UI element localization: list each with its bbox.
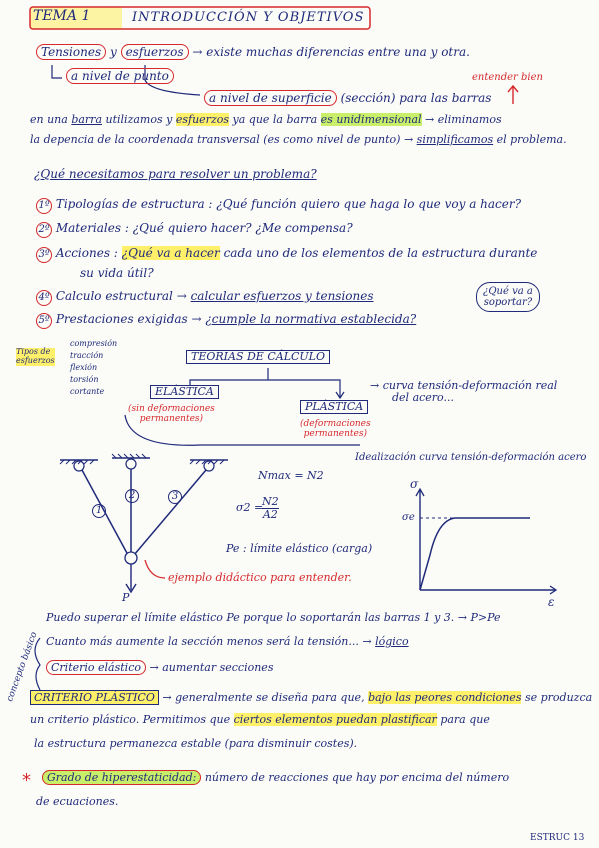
side-note: ¿Qué va a soportar? <box>476 282 540 312</box>
footer-mark: ESTRUC 13 <box>530 833 585 843</box>
intro-line1: Tensiones y esfuerzos → existe muchas di… <box>36 44 470 60</box>
tipo-item: cortante <box>70 387 105 396</box>
tensiones-term: Tensiones <box>36 44 107 60</box>
criterio-plastico-line1: CRITERIO PLÁSTICO → generalmente se dise… <box>30 690 592 705</box>
sigma-formula: σ2 = <box>236 501 264 514</box>
nivel-punto: a nivel de punto <box>66 68 174 84</box>
step-4: 4º Calculo estructural → calcular esfuer… <box>36 289 374 306</box>
sigma-fraction: N2 A2 <box>262 495 279 522</box>
grado-line1: Grado de hiperestaticidad: número de rea… <box>42 770 509 785</box>
criterio-plastico-line2: un criterio plástico. Permitimos que cie… <box>30 713 490 726</box>
esfuerzos-term: esfuerzos <box>120 44 189 60</box>
step-3-cont: su vida útil? <box>80 266 154 280</box>
grado-line2: de ecuaciones. <box>36 795 119 808</box>
criterio-plastico-line3: la estructura permanezca estable (para d… <box>34 737 358 750</box>
tipos-label: Tipos de esfuerzos <box>16 347 55 366</box>
elastica-sub: (sin deformaciones permanentes) <box>128 404 215 424</box>
nivel-superficie: a nivel de superficie <box>204 90 337 106</box>
barra-line2: la depencia de la coordenada transversal… <box>30 133 567 146</box>
tipos-list: compresión tracción flexión torsión cort… <box>70 338 117 398</box>
criterio-elastico-line: Criterio elástico → aumentar secciones <box>46 660 273 675</box>
bottom-line2: Cuanto más aumente la sección menos será… <box>46 635 409 648</box>
question-heading: ¿Qué necesitamos para resolver un proble… <box>34 167 317 181</box>
plastica-sub: (deformaciones permanentes) <box>300 419 371 439</box>
step-2: 2º Materiales : ¿Qué quiero hacer? ¿Me c… <box>36 221 353 238</box>
tipo-item: compresión <box>70 339 118 348</box>
pe-note: Pe : límite elástico (carga) <box>226 542 373 555</box>
idealizacion-note: Idealización curva tensión-deformación a… <box>355 452 587 463</box>
step-3: 3º Acciones : ¿Qué va a hacer cada uno d… <box>36 246 537 263</box>
bar-label-1: 1 <box>92 504 106 518</box>
bar-label-2: 2 <box>125 489 139 503</box>
seccion-text: (sección) para las barras <box>340 91 492 105</box>
step-5: 5º Prestaciones exigidas → ¿cumple la no… <box>36 312 416 329</box>
nmax-formula: Nmax = N2 <box>258 469 324 482</box>
curva-note: → curva tensión-deformación real del ace… <box>370 379 558 405</box>
entender-bien-note: entender bien <box>472 72 543 83</box>
tema-label: TEMA 1 <box>33 8 91 24</box>
tipo-item: torsión <box>70 375 99 384</box>
tipo-item: tracción <box>70 351 104 360</box>
page-title: INTRODUCCIÓN Y OBJETIVOS <box>132 10 365 25</box>
bar-label-3: 3 <box>168 490 182 504</box>
bottom-line1: Puedo superar el límite elástico Pe porq… <box>46 611 501 624</box>
teorias-title: TEORIAS DE CÁLCULO <box>186 350 331 365</box>
tipo-item: flexión <box>70 363 98 372</box>
load-label: P <box>122 591 130 604</box>
graph-level: σe <box>402 512 415 523</box>
elastica-box: ELÁSTICA <box>150 385 219 400</box>
ejemplo-note: ejemplo didáctico para entender. <box>168 571 352 584</box>
barra-line1: en una barra utilizamos y esfuerzos ya q… <box>30 113 502 126</box>
graph-epsilon: ε <box>548 595 555 609</box>
graph-sigma: σ <box>410 477 419 491</box>
svg-text:*: * <box>22 770 31 791</box>
step-1: 1º Tipologías de estructura : ¿Qué funci… <box>36 197 521 214</box>
plastica-box: PLÁSTICA <box>300 400 369 415</box>
